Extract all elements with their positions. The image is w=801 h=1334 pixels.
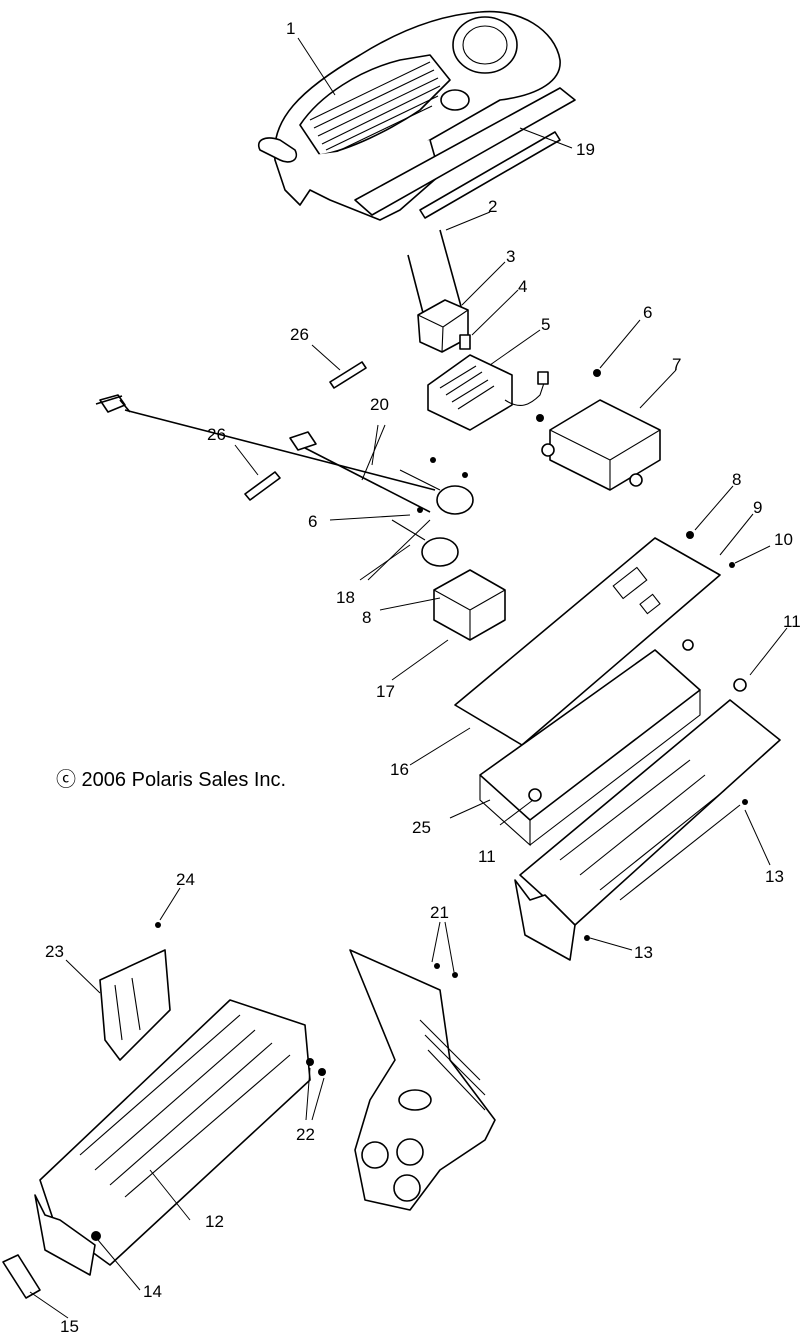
callout-23: 23	[45, 942, 64, 961]
callout-11-lower: 11	[478, 847, 496, 866]
cdi-box	[541, 399, 661, 491]
callout-22: 22	[296, 1125, 315, 1144]
fan-shroud	[349, 949, 496, 1211]
lower-tray	[34, 999, 311, 1276]
upright-bracket	[99, 949, 171, 1061]
callout-15: 15	[60, 1317, 79, 1334]
callout-17: 17	[376, 682, 395, 701]
coil-bracket	[433, 569, 506, 641]
callout-labels: 1 19 2 3 4 5 6 7 8 9 10 11 26 20 26 6 18…	[45, 19, 801, 1334]
spark-plugs	[244, 361, 367, 501]
callout-13: 13	[765, 867, 784, 886]
callout-2: 2	[488, 197, 497, 216]
voltage-regulator	[427, 354, 549, 431]
callout-25: 25	[412, 818, 431, 837]
hood-assembly	[258, 10, 561, 221]
callout-3: 3	[506, 247, 515, 266]
fasteners	[91, 369, 748, 1241]
callout-8-lower: 8	[362, 608, 371, 627]
callout-12: 12	[205, 1212, 224, 1231]
callout-5: 5	[541, 315, 550, 334]
callout-1: 1	[286, 19, 295, 38]
callout-18: 18	[336, 588, 355, 607]
callout-6: 6	[643, 303, 652, 322]
callout-26: 26	[207, 425, 226, 444]
plug-wires	[95, 394, 436, 513]
leader-lines	[29, 37, 788, 1319]
callout-16: 16	[390, 760, 409, 779]
callout-8: 8	[732, 470, 741, 489]
callout-13-lower: 13	[634, 943, 653, 962]
callout-9: 9	[753, 498, 762, 517]
callout-21: 21	[430, 903, 449, 922]
copyright-notice: ⓒ 2006 Polaris Sales Inc.	[56, 768, 286, 791]
small-bracket	[2, 1254, 41, 1299]
callout-11: 11	[783, 612, 801, 631]
foam-block	[479, 649, 701, 847]
callout-26-upper: 26	[290, 325, 309, 344]
callout-19: 19	[576, 140, 595, 159]
ignition-coils	[391, 469, 474, 567]
decal	[354, 87, 576, 219]
callout-6-lower: 6	[308, 512, 317, 531]
callout-7: 7	[672, 355, 681, 374]
callout-20: 20	[370, 395, 389, 414]
relay-and-screws	[407, 229, 471, 353]
callout-10: 10	[774, 530, 793, 549]
upper-tray	[514, 699, 781, 961]
callout-24: 24	[176, 870, 195, 889]
callout-4: 4	[518, 277, 527, 296]
callout-14: 14	[143, 1282, 162, 1301]
mounting-plate	[454, 537, 721, 746]
